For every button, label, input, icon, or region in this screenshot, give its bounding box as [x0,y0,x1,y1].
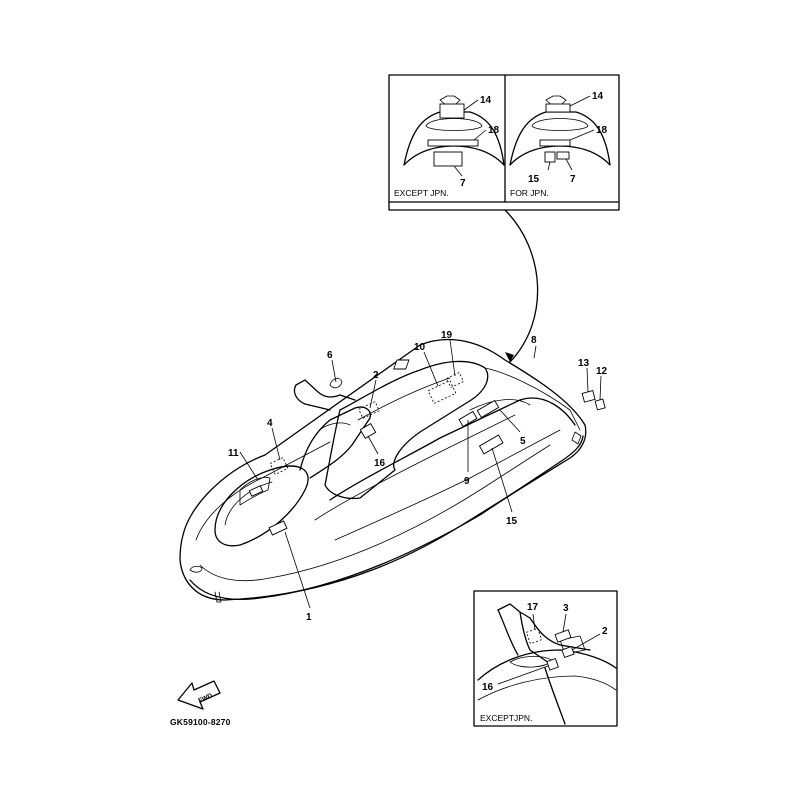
callout-5: 5 [520,436,526,447]
decal-8-loose [393,359,410,370]
callout-9: 9 [464,476,470,487]
callout-7-right: 7 [570,174,576,185]
callout-13: 13 [578,358,590,369]
callout-18-left: 18 [488,125,500,136]
fwd-label: FWD [197,692,214,705]
top-inset-bracket [388,201,620,211]
callout-4: 4 [267,418,273,429]
callout-15: 15 [506,516,518,527]
top-inset-right-panel: 14 18 15 7 FOR JPN. [509,91,611,198]
decal-13-loose [581,390,596,403]
bottom-inset: 17 3 2 16 EXCEPTJPN. [473,590,618,727]
inset-leader-arrowhead [505,352,514,362]
callout-6: 6 [327,350,333,361]
callout-15-right: 15 [528,174,540,185]
callout-14-right: 14 [592,91,604,102]
top-inset: 14 18 7 EXCEPT JPN. 14 18 15 7 FOR JPN. [388,74,620,363]
caption-except-jpn: EXCEPT JPN. [394,188,449,198]
callout-10: 10 [414,342,426,353]
inset-leader-curve [504,209,539,363]
bottom-inset-frame [473,590,618,727]
callout-11: 11 [228,448,239,459]
callout-14-left: 14 [480,95,492,106]
top-inset-left-panel: 14 18 7 EXCEPT JPN. [394,95,505,198]
decal-15 [478,434,504,455]
fwd-arrow: FWD [177,680,221,710]
callout-16: 16 [374,458,386,469]
decal-4 [269,457,289,475]
callout-8: 8 [531,335,537,346]
callout-12: 12 [596,366,608,377]
main-callout-leaders [239,339,602,609]
callout-19: 19 [441,330,453,341]
inset-callout-3: 3 [563,603,569,614]
caption-exceptjpn: EXCEPTJPN. [480,713,532,723]
callout-2: 2 [373,370,379,381]
callout-1: 1 [306,612,312,623]
part-code: GK59100-8270 [170,717,231,727]
decal-9 [458,410,478,428]
decal-1 [268,520,288,536]
decal-11 [248,485,264,497]
watercraft-illustration [179,338,606,603]
decal-10 [427,380,457,404]
inset-callout-17: 17 [527,602,539,613]
decal-2 [358,401,380,419]
top-inset-frame [388,74,620,203]
callout-7-left: 7 [460,178,466,189]
callout-18-right: 18 [596,125,608,136]
decal-16 [359,423,377,439]
inset-callout-2: 2 [602,626,608,637]
inset-callout-16: 16 [482,682,494,693]
decal-5 [476,399,500,419]
caption-for-jpn: FOR JPN. [510,188,549,198]
main-callouts: 1 2 4 5 6 8 9 10 11 12 13 15 16 19 [228,330,608,623]
decal-12-loose [594,398,606,411]
